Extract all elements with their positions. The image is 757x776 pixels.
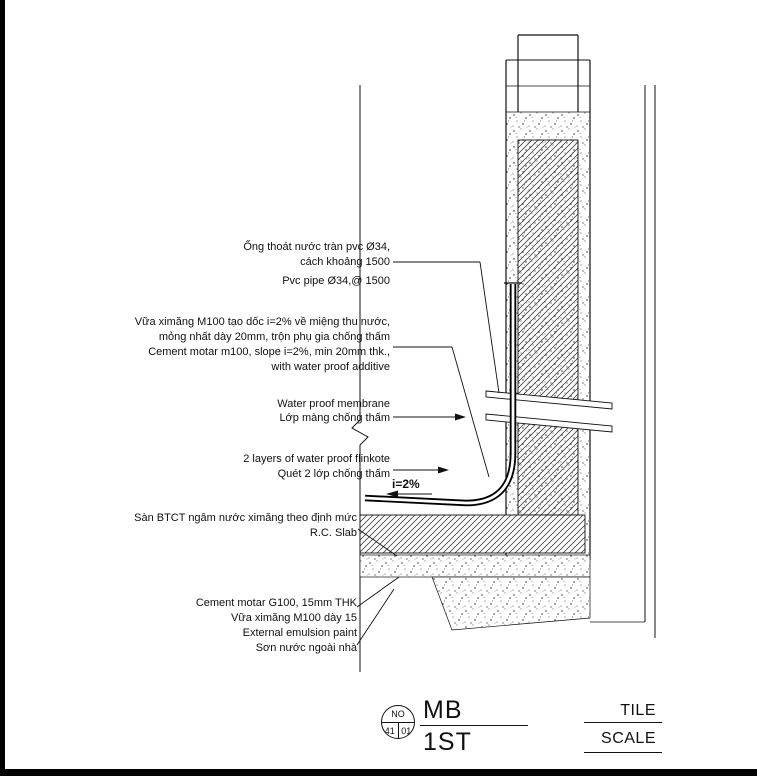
rc-slab-hatch: [359, 514, 586, 554]
annotation-exterior-finish: Cement motar G100, 15mm THK Vữa ximăng M…: [196, 596, 357, 656]
leader-mortar-diag: [451, 346, 490, 478]
slope-value-label: i=2%: [392, 477, 420, 491]
scale-underline: [584, 752, 662, 753]
annotation-line: R.C. Slab: [309, 527, 357, 539]
scale-label: SCALE: [601, 730, 656, 747]
annotation-line: Water proof membrane: [277, 398, 390, 410]
arrowhead-slope: [386, 490, 398, 498]
annotation-rc-slab: Sàn BTCT ngâm nước ximăng theo định mức …: [134, 511, 357, 541]
leader-slab: [357, 528, 398, 557]
waterproof-membrane: [364, 282, 522, 507]
annotation-line: Ống thoát nước tràn pvc Ø34,: [243, 241, 390, 253]
leader-arrowheads: [386, 413, 466, 498]
annotation-line: with water proof additive: [271, 361, 390, 373]
annotation-flinkote: 2 layers of water proof flinkote Quét 2 …: [243, 452, 390, 482]
arrowhead-flinkote: [438, 466, 449, 474]
annotation-line: 2 layers of water proof flinkote: [243, 453, 390, 465]
title-underline: [584, 722, 662, 723]
leader-finish-1: [356, 576, 400, 608]
annotation-line: Cement motar m100, slope i=2%, min 20mm …: [148, 346, 390, 358]
leader-lines: [356, 261, 500, 646]
sheet-number-left: 41: [384, 726, 395, 736]
annotation-line: Sàn BTCT ngâm nước ximăng theo định mức: [134, 512, 357, 524]
overflow-pipe: [485, 390, 613, 433]
sheet-number-right: 01: [397, 723, 415, 738]
annotation-pvc-pipe: Ống thoát nước tràn pvc Ø34, cách khoảng…: [243, 240, 390, 289]
annotation-line: Vữa ximăng M100 dày 15: [231, 612, 357, 624]
annotation-line: Cement motar G100, 15mm THK: [195, 597, 357, 609]
detail-no-label: NO: [382, 706, 414, 723]
detail-number-bubble: NO 41 01: [381, 705, 415, 739]
leader-pvc-diag: [479, 261, 500, 394]
mortar-band: [359, 554, 591, 578]
annotation-line: cách khoảng 1500: [300, 256, 390, 268]
annotation-line: Quét 2 lớp chống thấm: [277, 468, 390, 480]
detail-floor: 1ST: [423, 728, 472, 756]
break-symbol: [351, 419, 369, 446]
exterior-finish-lines: [590, 85, 656, 638]
annotation-line: mỏng nhất dày 20mm, trộn phụ gia chống t…: [158, 331, 390, 343]
annotation-mortar-slope: Vữa ximăng M100 tạo dốc i=2% về miệng th…: [135, 315, 390, 375]
title-label: TILE: [620, 702, 656, 719]
annotation-membrane: Water proof membrane Lớp màng chống thấm: [277, 397, 390, 425]
annotation-line: Sơn nước ngoài nhà: [255, 642, 357, 654]
arrowhead-membrane: [455, 413, 466, 421]
under-slab-plaster: [431, 576, 591, 631]
annotation-line: Lớp màng chống thấm: [279, 412, 390, 424]
titleblock-divider: [420, 725, 528, 726]
wall-core-hatch: [517, 139, 579, 516]
detail-code: MB: [423, 696, 463, 724]
interior-wall-face-line: [351, 85, 369, 672]
parapet-curb: [505, 34, 591, 112]
annotation-line: Vữa ximăng M100 tạo dốc i=2% về miệng th…: [134, 316, 390, 328]
annotation-line: Pvc pipe Ø34,@ 1500: [282, 275, 390, 287]
annotation-line: External emulsion paint: [242, 627, 357, 639]
leader-finish-2: [356, 588, 395, 646]
